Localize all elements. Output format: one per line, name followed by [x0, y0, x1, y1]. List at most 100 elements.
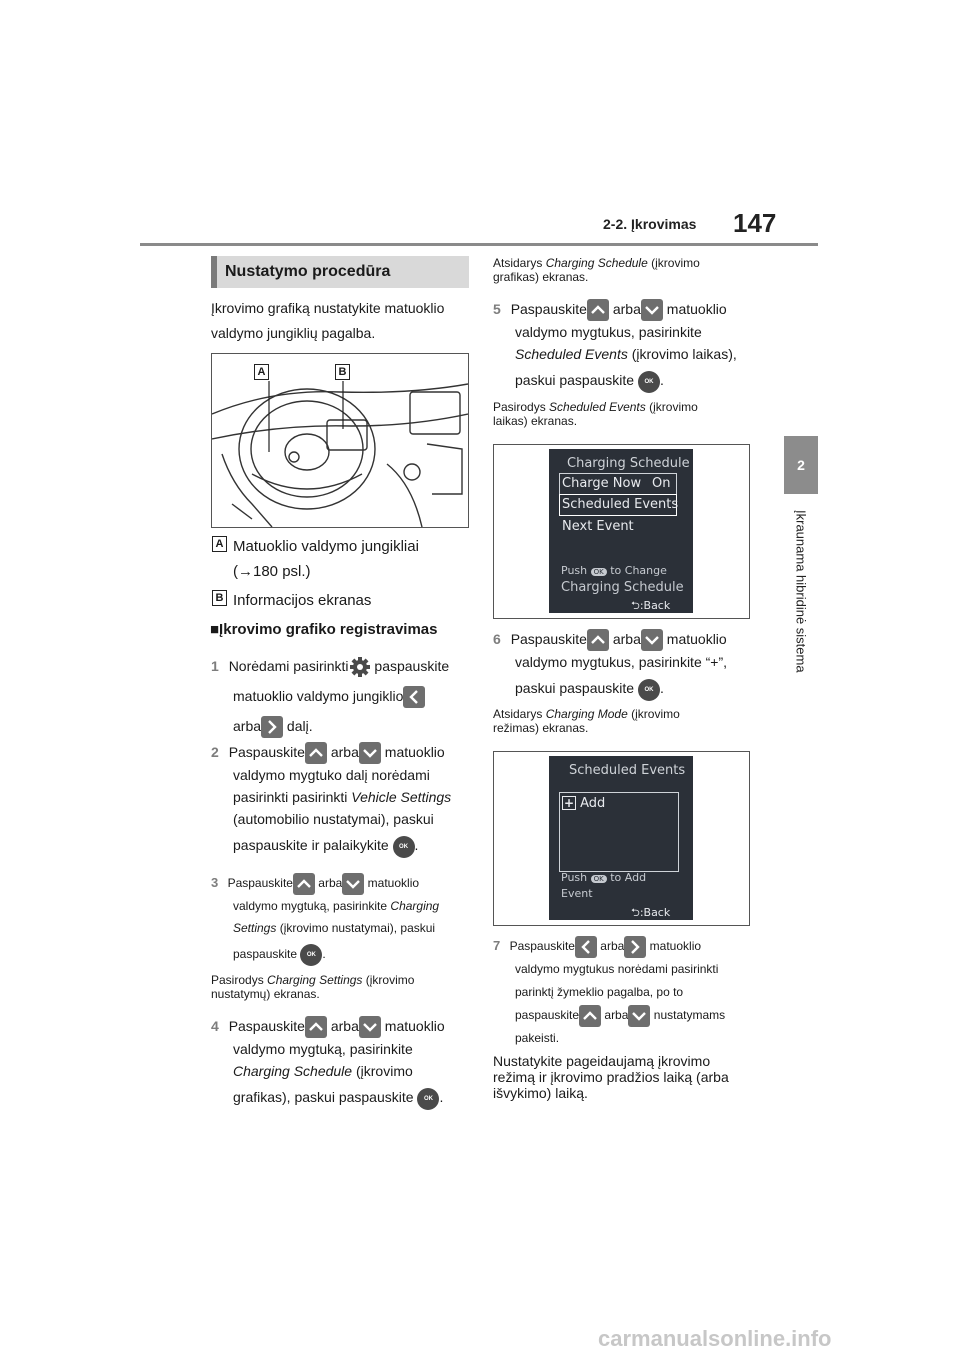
plus-box-icon: +: [562, 796, 576, 810]
note-6: Atsidarys Charging Mode (įkrovimo režima…: [493, 707, 753, 735]
note-5: Pasirodys Scheduled Events (įkrovimo lai…: [493, 400, 753, 428]
step-4-line-3: (įkrovimo: [355, 1063, 413, 1080]
step-1-text-c: matuoklio valdymo jungiklio: [233, 688, 404, 704]
note-5-italic: Scheduled Events: [549, 400, 646, 414]
chevron-down-icon: [342, 872, 365, 895]
step-1-number: 1: [211, 658, 219, 674]
next-event-label[interactable]: Next Event: [562, 519, 634, 534]
chevron-up-icon: [586, 299, 609, 322]
chapter-tab[interactable]: 2: [784, 436, 818, 494]
legend-label-a: A: [212, 536, 227, 552]
chevron-down-icon: [628, 1004, 651, 1027]
step-7-text-b: arba: [600, 939, 625, 953]
step-7-text-c: matuoklio: [649, 939, 702, 953]
step-7-line-4-c: nustatymams: [653, 1008, 726, 1022]
screen-hint-line-2: Event: [561, 887, 593, 900]
screen-hint: Push OK to Add: [561, 871, 646, 884]
step-2-line-3: pasirinkti pasirinkti: [233, 789, 348, 806]
scheduled-events-row[interactable]: [559, 494, 677, 516]
step-3: 3 Paspauskite arba matuoklio valdymo myg…: [211, 872, 473, 966]
note-4-text: Atsidarys: [493, 256, 543, 270]
hint-ok-icon: OK: [590, 875, 607, 883]
legend-a-line-1: Matuoklio valdymo jungikliai: [233, 538, 419, 555]
step-3-text-c: matuoklio: [367, 876, 420, 890]
ok-button-icon: OK: [417, 1087, 440, 1110]
gear-icon: [349, 656, 371, 678]
back-text: :Back: [639, 906, 671, 919]
header-rule: [140, 243, 818, 246]
chevron-down-icon: [358, 742, 381, 765]
step-3-line-2: valdymo mygtuką, pasirinkite: [233, 898, 388, 913]
step-5-line-2: valdymo mygtukus, pasirinkite: [515, 324, 702, 341]
chevron-down-icon: [358, 1016, 381, 1039]
scheduled-events-label: Scheduled Events: [562, 497, 679, 512]
note-6-italic: Charging Mode: [545, 707, 628, 721]
step-7-line-5: pakeisti.: [515, 1031, 560, 1045]
step-7-text: Paspauskite: [509, 939, 575, 953]
step-5-number: 5: [493, 301, 501, 317]
page-number: 147: [733, 208, 777, 238]
screen-title: Scheduled Events: [569, 763, 686, 778]
charging-schedule-figure: Charging Schedule Charge Now On Schedule…: [493, 444, 750, 619]
ok-button-icon: OK: [637, 678, 660, 701]
chevron-right-icon: [261, 716, 284, 739]
back-text: :Back: [639, 599, 671, 612]
step-7-line-4-b: arba: [604, 1008, 629, 1022]
step-5: 5 Paspauskite arba matuoklio valdymo myg…: [493, 298, 755, 393]
step-1-text-b: paspauskite: [374, 658, 450, 674]
note-6-text-c: (įkrovimo: [631, 707, 680, 721]
note-4-italic: Charging Schedule: [545, 256, 648, 270]
screen-title: Charging Schedule: [567, 456, 690, 471]
chevron-up-icon: [292, 872, 315, 895]
step-7-line-2: valdymo mygtukus norėdami pasirinkti: [515, 962, 719, 976]
step-4-text: Paspauskite: [228, 1018, 305, 1034]
note-3-text-c: (įkrovimo: [365, 973, 415, 987]
step-3-text-b: arba: [318, 876, 343, 890]
note-6-line-2: režimas) ekranas.: [493, 721, 589, 735]
step-1-text-d: arba: [233, 718, 262, 734]
note-3-italic: Charging Settings: [267, 973, 363, 987]
step-5-text-c: matuoklio: [666, 301, 727, 317]
intro-line-2: valdymo jungiklių pagalba.: [211, 325, 376, 341]
note-4-text-c: (įkrovimo: [651, 256, 700, 270]
scheduled-events-screen: Scheduled Events + Add Push OK to Add Ev…: [549, 756, 693, 920]
step-6-text-b: arba: [612, 631, 641, 647]
step-1-text-e: dalį.: [286, 718, 313, 734]
step-7-number: 7: [493, 938, 501, 953]
chapter-label: Įkraunama hibridinė sistema: [776, 510, 826, 760]
chevron-left-icon: [574, 935, 597, 958]
final-line-3: išvykimo) laiką.: [493, 1085, 588, 1101]
step-2-text-c: matuoklio: [384, 744, 445, 760]
note-3: Pasirodys Charging Settings (įkrovimo nu…: [211, 973, 473, 1001]
step-2-text: Paspauskite: [228, 744, 305, 760]
note-5-line-2: laikas) ekranas.: [493, 414, 578, 428]
hint-push: Push: [561, 564, 588, 577]
step-7-line-4: paspauskite: [515, 1008, 580, 1022]
back-hint: ⮌:Back: [631, 904, 670, 923]
step-3-text: Paspauskite: [227, 876, 293, 890]
step-4-text-c: matuoklio: [384, 1018, 445, 1034]
chevron-up-icon: [304, 742, 327, 765]
scheduled-events-figure: Scheduled Events + Add Push OK to Add Ev…: [493, 751, 750, 926]
hint-add: to Add: [610, 871, 647, 884]
figure-label-b: B: [335, 364, 350, 380]
chevron-up-icon: [304, 1016, 327, 1039]
legend-label-b: B: [212, 590, 227, 606]
hint-change: to Change: [610, 564, 667, 577]
step-1: 1 Norėdami pasirinkti paspauskite matuok…: [211, 651, 473, 741]
step-7-line-3: parinktį žymeklio pagalba, po to: [515, 985, 684, 999]
back-arrow-icon: ⮌: [631, 599, 640, 612]
dashboard-figure: A B: [211, 353, 469, 528]
back-arrow-icon: ⮌: [631, 906, 640, 919]
legend-a-line-2: (→180 psl.): [233, 563, 311, 580]
step-3-charging: Charging: [390, 898, 440, 913]
step-4-number: 4: [211, 1018, 219, 1034]
step-6-text: Paspauskite: [510, 631, 587, 647]
intro-text: Įkrovimo grafiką nustatykite matuoklio v…: [211, 298, 471, 344]
add-row[interactable]: + Add: [562, 796, 605, 811]
chevron-right-icon: [624, 935, 647, 958]
step-3-line-4: paspauskite: [233, 946, 298, 961]
step-2-line-4: (automobilio nustatymai), paskui: [233, 811, 434, 828]
note-6-text: Atsidarys: [493, 707, 543, 721]
step-4-charging-schedule: Charging Schedule: [233, 1063, 353, 1080]
